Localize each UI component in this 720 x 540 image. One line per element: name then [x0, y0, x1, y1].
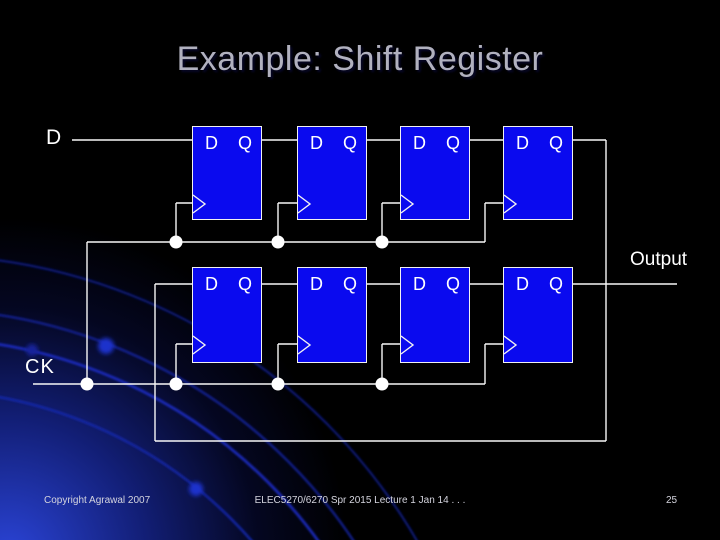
ff-d-label: D: [205, 133, 218, 153]
ff-d-label: D: [516, 274, 529, 294]
slide-footer: Copyright Agrawal 2007 ELEC5270/6270 Spr…: [0, 495, 720, 509]
ff-q-label: Q: [445, 133, 460, 153]
page-title: Example: Shift Register: [176, 40, 544, 78]
footer-course-info: ELEC5270/6270 Spr 2015 Lecture 1 Jan 14 …: [254, 495, 466, 506]
input-d-label: D: [46, 126, 62, 149]
clock-chevron-icon: [297, 194, 312, 214]
ff-q-label: Q: [548, 133, 563, 153]
ff-d-label: D: [413, 274, 426, 294]
ff-q-label: Q: [342, 133, 357, 153]
orbit-dot: [98, 338, 114, 354]
ff-q-label: Q: [237, 274, 252, 294]
clock-chevron-icon: [192, 194, 207, 214]
clock-chevron-icon: [297, 335, 312, 355]
clock-chevron-icon: [503, 194, 518, 214]
orbit-dot: [26, 344, 38, 356]
clock-chevron-icon: [400, 335, 415, 355]
clock-chevron-icon: [192, 335, 207, 355]
ff-q-label: Q: [342, 274, 357, 294]
ff-q-label: Q: [237, 133, 252, 153]
footer-copyright: Copyright Agrawal 2007: [44, 495, 151, 506]
output-label: Output: [630, 249, 688, 270]
orbit-dot: [189, 482, 203, 496]
ff-d-label: D: [310, 133, 323, 153]
ff-q-label: Q: [445, 274, 460, 294]
clock-chevron-icon: [400, 194, 415, 214]
page-number: 25: [666, 495, 678, 506]
clock-ck-label: CK: [25, 356, 55, 378]
ff-d-label: D: [516, 133, 529, 153]
ff-d-label: D: [310, 274, 323, 294]
ff-q-label: Q: [548, 274, 563, 294]
ff-d-label: D: [413, 133, 426, 153]
clock-chevron-icon: [503, 335, 518, 355]
ff-d-label: D: [205, 274, 218, 294]
